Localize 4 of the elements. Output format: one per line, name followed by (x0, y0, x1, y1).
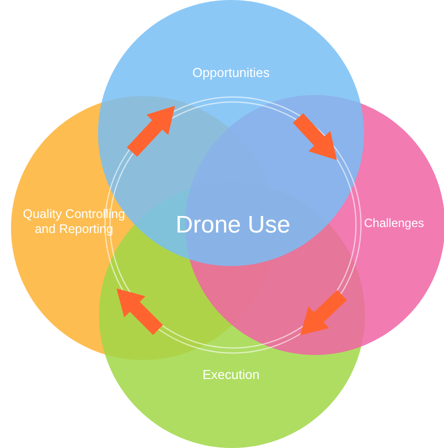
circle-label: Challenges (364, 216, 424, 230)
circle-label: Execution (202, 367, 260, 383)
circle-label: Opportunities (192, 65, 270, 81)
center-label: Drone Use (176, 210, 290, 240)
